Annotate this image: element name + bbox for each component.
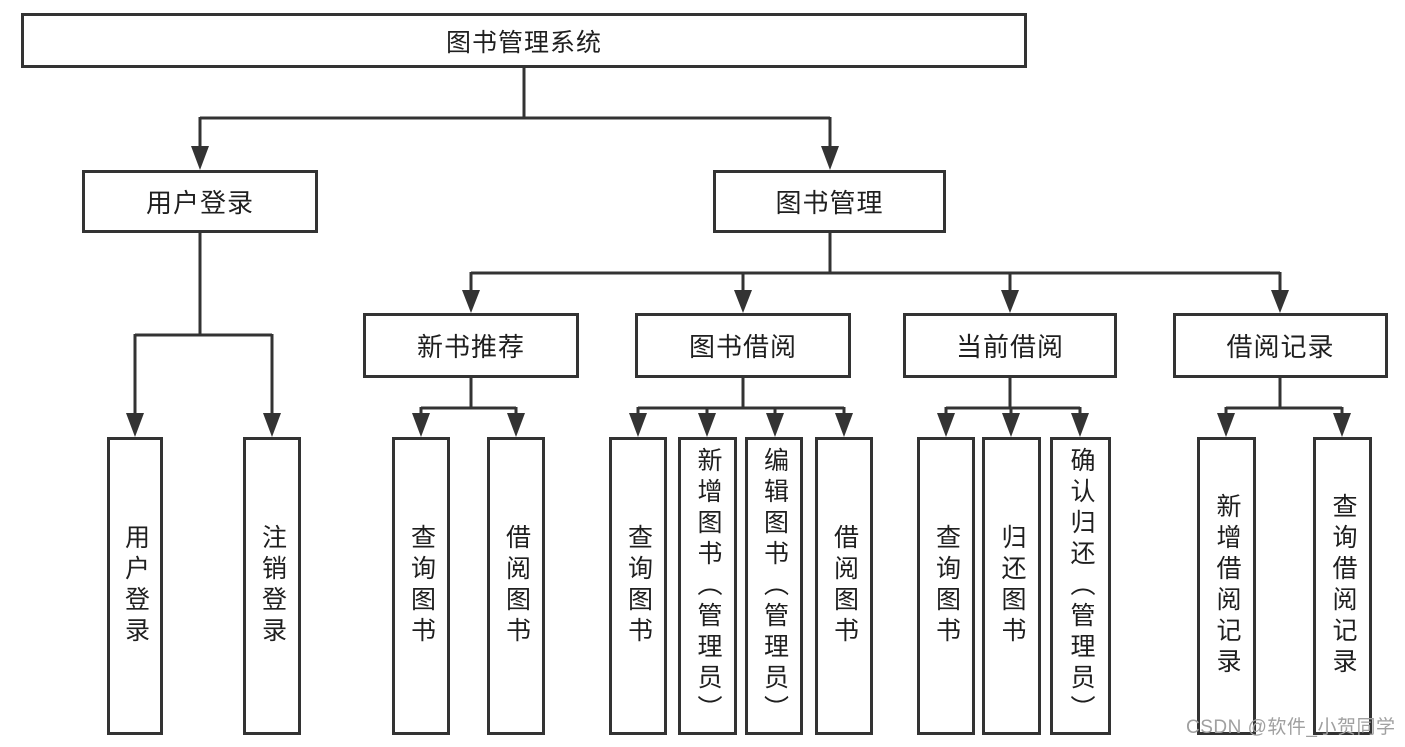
leaf-return-books-label: 归还图书 [998,524,1026,648]
leaf-borrow-books: 借阅图书 [815,437,873,735]
node-current-borrowing-label: 当前借阅 [955,332,1064,362]
node-book-borrowing-label: 图书借阅 [688,332,797,362]
arrowheads [126,146,1351,437]
leaf-add-books-admin-label: 新增图书（管理员） [694,446,722,726]
leaf-borrowing-query-books: 查询图书 [609,437,667,735]
leaf-query-borrow-record-label: 查询借阅记录 [1329,493,1357,679]
leaf-query-borrow-record: 查询借阅记录 [1313,437,1372,735]
leaf-borrow-books-label: 借阅图书 [830,524,859,648]
leaf-edit-books-admin-label: 编辑图书（管理员） [760,446,789,726]
node-book-management: 图书管理 [713,170,946,233]
leaf-confirm-return-admin-label: 确认归还（管理员） [1067,446,1095,726]
leaf-borrowing-query-books-label: 查询图书 [624,524,653,648]
node-user-login: 用户登录 [82,170,318,233]
leaf-newrec-query-books: 查询图书 [392,437,450,735]
leaf-add-books-admin: 新增图书（管理员） [678,437,737,735]
node-borrowing-records-label: 借阅记录 [1226,332,1335,362]
leaf-add-borrow-record: 新增借阅记录 [1197,437,1256,735]
node-current-borrowing: 当前借阅 [903,313,1117,378]
watermark: CSDN @软件_小贺同学 [1186,717,1396,738]
leaf-newrec-query-books-label: 查询图书 [407,524,436,648]
leaf-current-query-books: 查询图书 [917,437,975,735]
leaf-confirm-return-admin: 确认归还（管理员） [1050,437,1111,735]
leaf-return-books: 归还图书 [982,437,1041,735]
leaf-user-login-label: 用户登录 [121,524,150,648]
leaf-edit-books-admin: 编辑图书（管理员） [745,437,803,735]
leaf-newrec-borrow-books: 借阅图书 [487,437,545,735]
node-book-management-label: 图书管理 [775,188,884,218]
leaf-add-borrow-record-label: 新增借阅记录 [1213,493,1241,679]
node-new-book-recommendation: 新书推荐 [363,313,579,378]
leaf-newrec-borrow-books-label: 借阅图书 [502,524,531,648]
leaf-logout: 注销登录 [243,437,301,735]
node-borrowing-records: 借阅记录 [1173,313,1388,378]
leaf-current-query-books-label: 查询图书 [932,524,961,648]
node-user-login-label: 用户登录 [145,188,254,218]
node-root: 图书管理系统 [21,13,1027,68]
node-root-label: 图书管理系统 [445,28,602,57]
node-book-borrowing: 图书借阅 [635,313,851,378]
leaf-user-login: 用户登录 [107,437,163,735]
node-new-book-recommendation-label: 新书推荐 [416,332,525,362]
leaf-logout-label: 注销登录 [258,524,287,648]
